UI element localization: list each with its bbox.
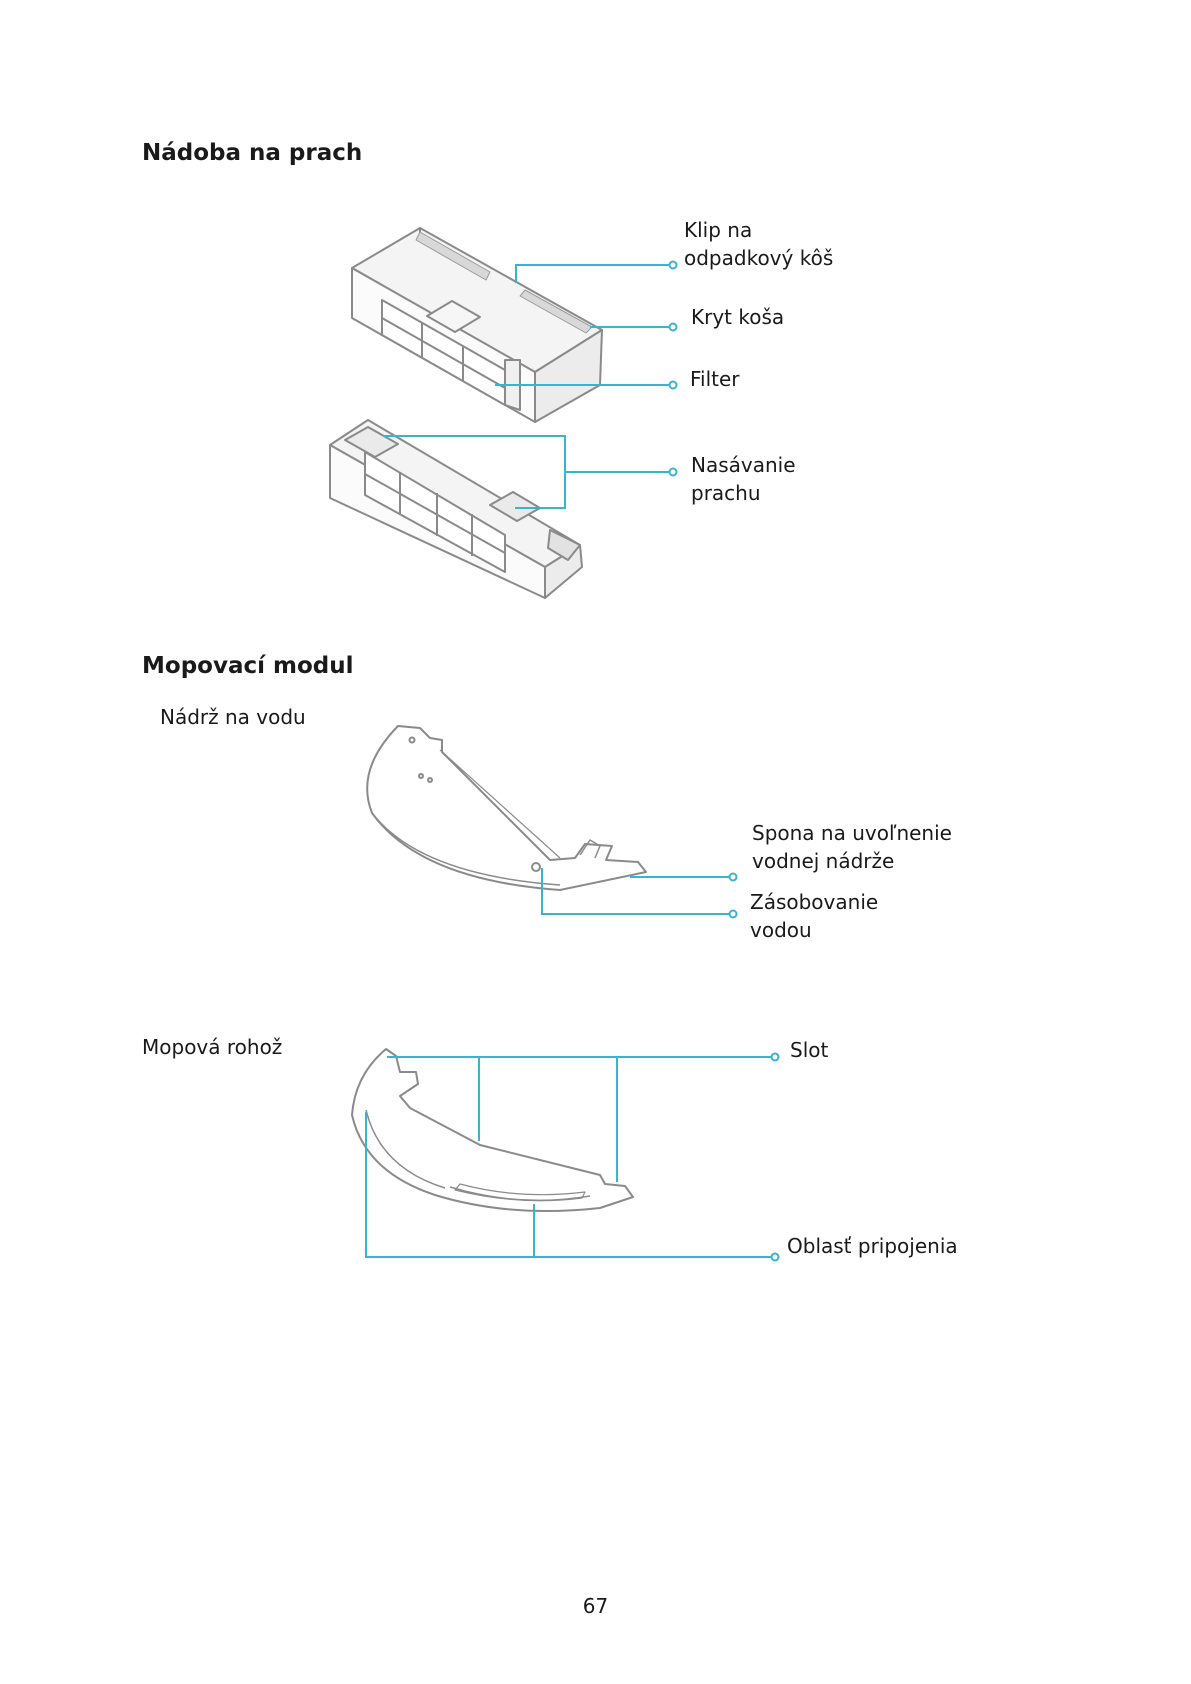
label-clip-line-1: Klip na xyxy=(684,216,833,244)
page-number: 67 xyxy=(0,1594,1191,1618)
dust-bin-heading: Nádoba na prach xyxy=(142,140,362,166)
label-release-line-2: vodnej nádrže xyxy=(752,847,952,875)
label-attach-line-1: Oblasť pripojenia xyxy=(787,1232,958,1260)
label-attach-area: Oblasť pripojenia xyxy=(787,1232,958,1260)
label-water-supply: Zásobovanie vodou xyxy=(750,888,878,944)
label-filter: Filter xyxy=(690,365,740,393)
label-suction: Nasávanie prachu xyxy=(691,451,796,507)
label-clip: Klip na odpadkový kôš xyxy=(684,216,833,272)
label-suction-line-1: Nasávanie xyxy=(691,451,796,479)
label-release-line-1: Spona na uvoľnenie xyxy=(752,819,952,847)
label-slot: Slot xyxy=(790,1036,828,1064)
label-supply-line-1: Zásobovanie xyxy=(750,888,878,916)
label-suction-line-2: prachu xyxy=(691,479,796,507)
mop-module-heading: Mopovací modul xyxy=(142,653,353,679)
water-tank-drawing xyxy=(367,726,646,890)
label-slot-line-1: Slot xyxy=(790,1036,828,1064)
label-supply-line-2: vodou xyxy=(750,916,878,944)
mop-pad-drawing xyxy=(352,1049,633,1211)
label-water-tank: Nádrž na vodu xyxy=(160,703,306,731)
dust-bin-lid-drawing xyxy=(352,228,602,422)
label-mop-pad: Mopová rohož xyxy=(142,1033,282,1061)
label-release-clip: Spona na uvoľnenie vodnej nádrže xyxy=(752,819,952,875)
label-cover: Kryt koša xyxy=(691,303,784,331)
label-cover-line-1: Kryt koša xyxy=(691,303,784,331)
label-filter-line-1: Filter xyxy=(690,365,740,393)
label-clip-line-2: odpadkový kôš xyxy=(684,244,833,272)
